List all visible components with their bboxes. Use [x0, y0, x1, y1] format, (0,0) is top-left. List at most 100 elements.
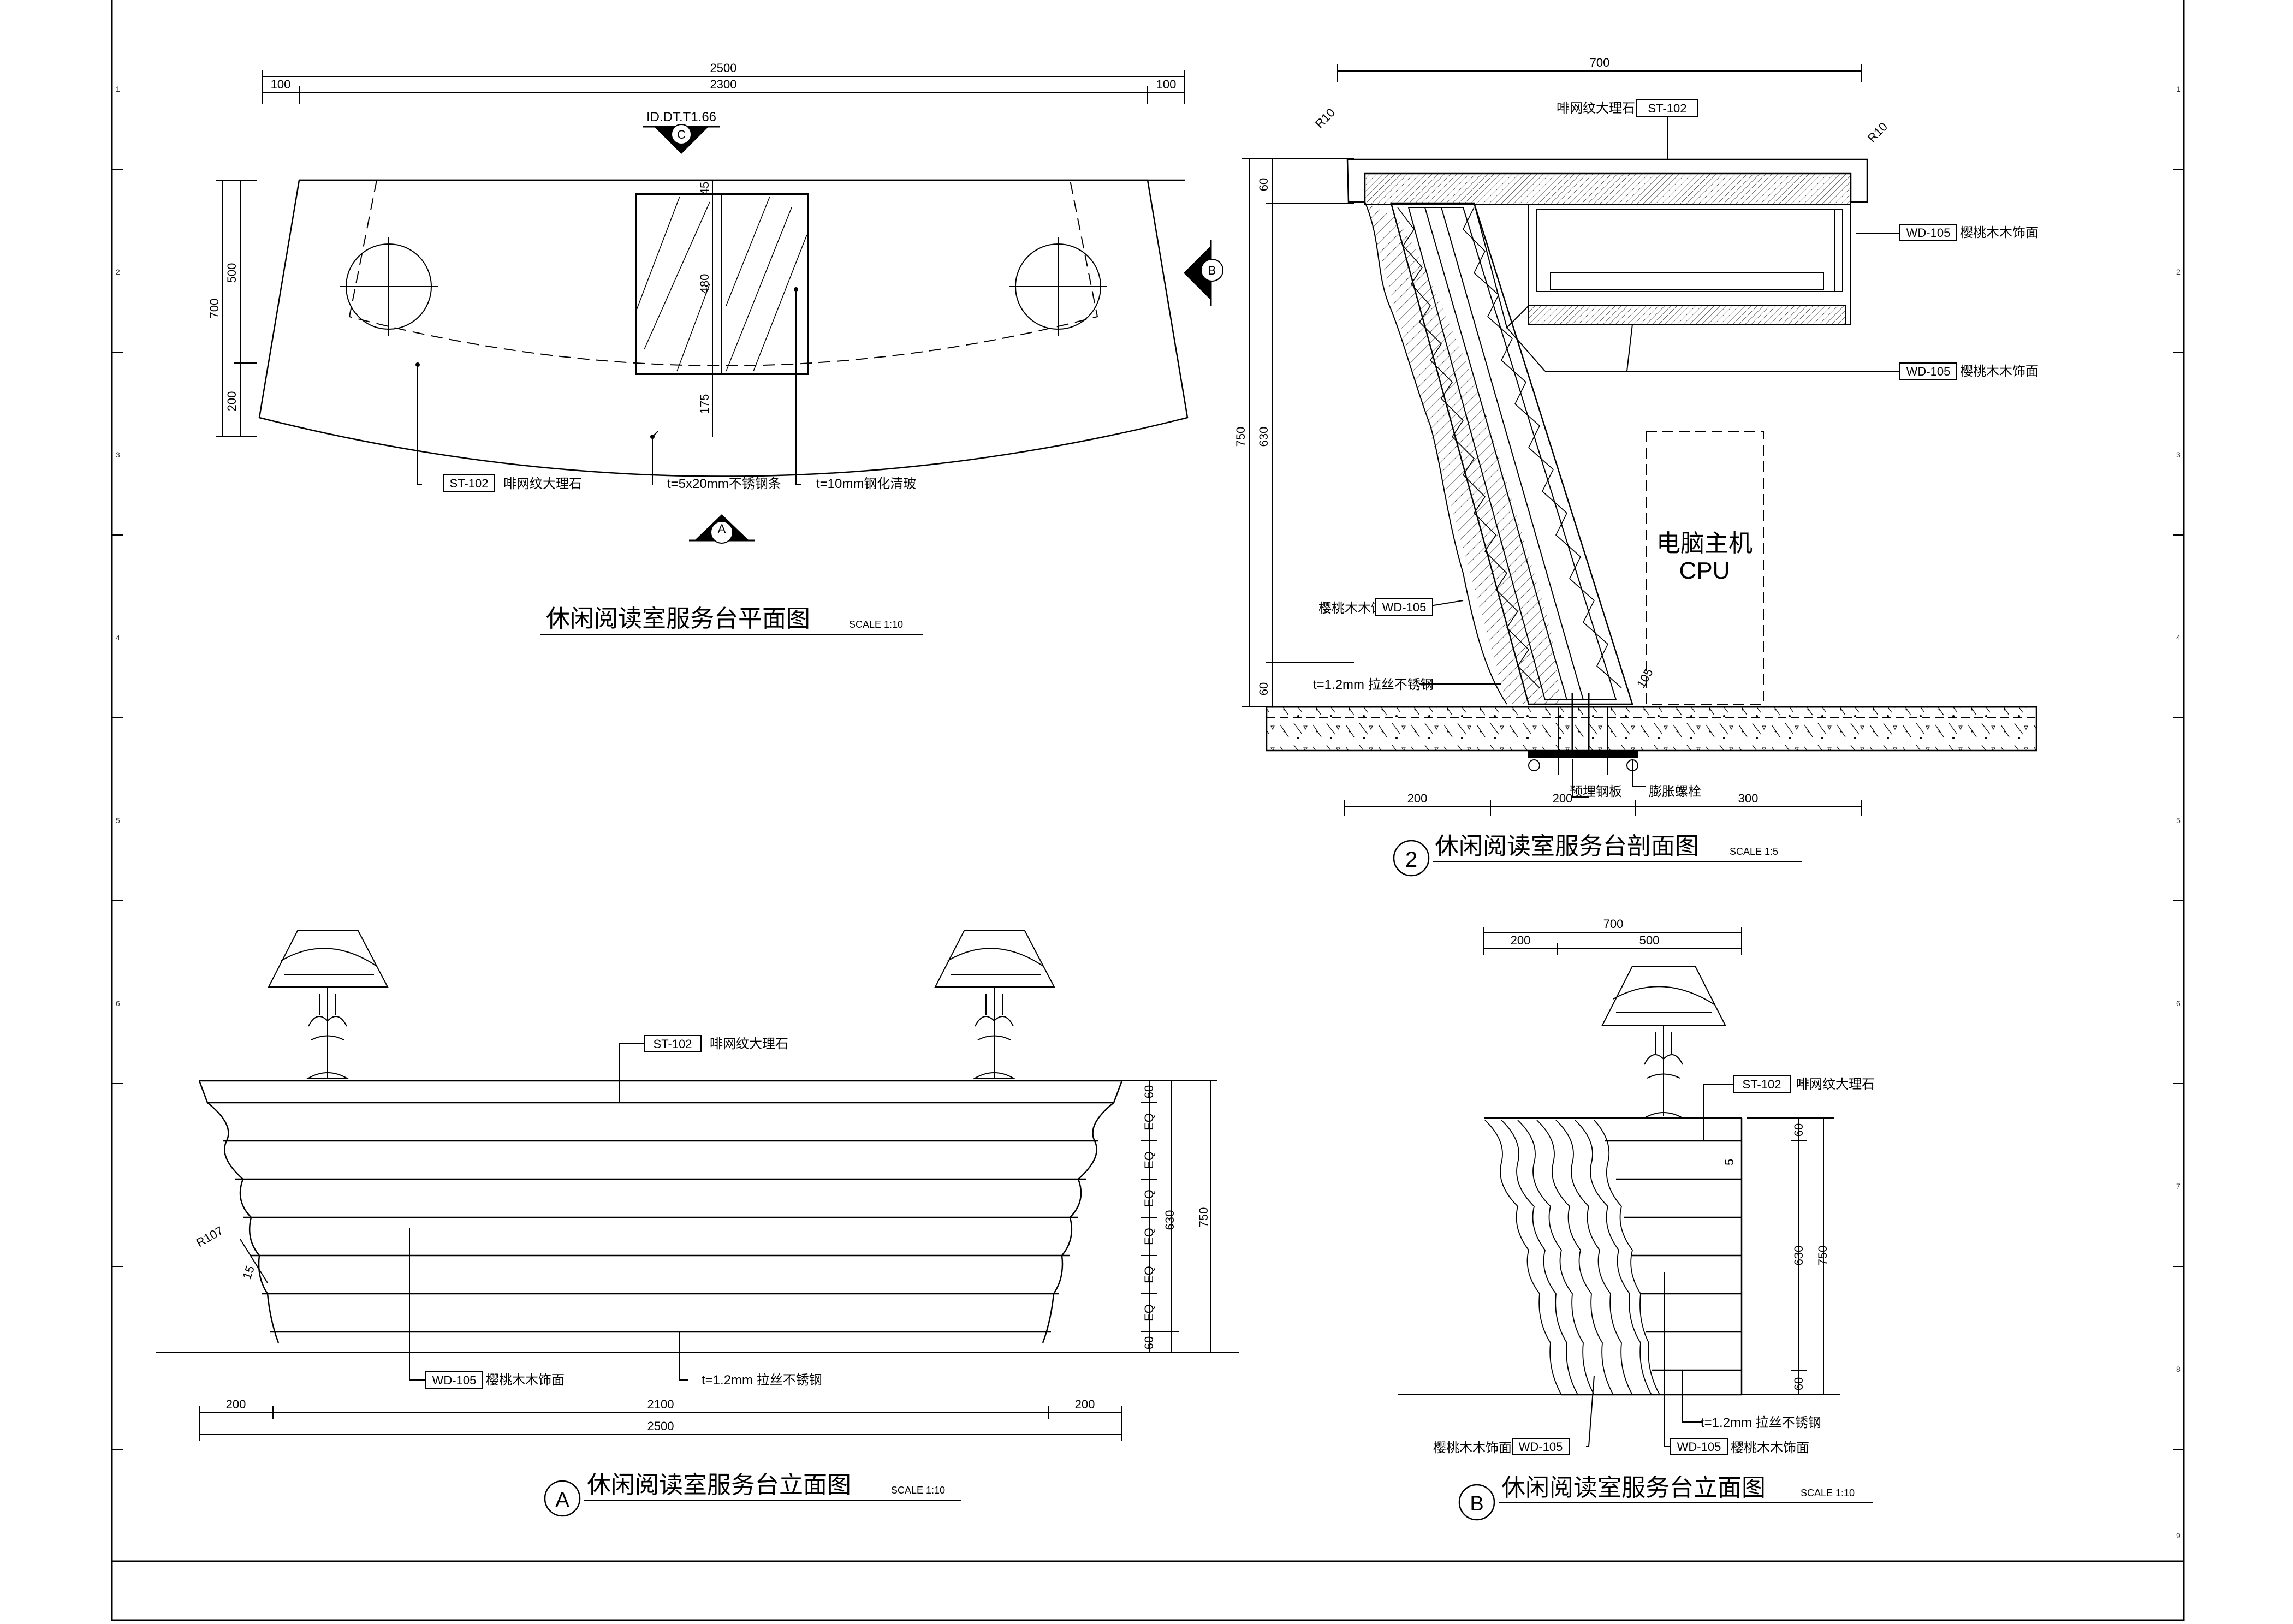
- section-label-wood-2: 樱桃木木饰面: [1960, 364, 2039, 379]
- elev-a-tag-wd: WD-105: [432, 1373, 477, 1387]
- grid-number: 1: [116, 85, 120, 93]
- grid-number: 1: [2176, 85, 2181, 93]
- lamp-icon-side: [1601, 966, 1726, 1119]
- elev-b-dim-small: 5: [1722, 1159, 1736, 1165]
- grid-number: 4: [2176, 633, 2181, 642]
- section-label-brushed: t=1.2mm 拉丝不锈钢: [1313, 677, 1434, 692]
- elev-a-dim-total: 2500: [647, 1419, 674, 1433]
- plan-dim-inner: 2300: [710, 78, 737, 91]
- elev-a-dim-small: 15: [240, 1264, 257, 1281]
- elev-b-tag-wd-2: WD-105: [1677, 1440, 1721, 1454]
- elev-b-label-brushed: t=1.2mm 拉丝不锈钢: [1701, 1415, 1821, 1430]
- elev-b-label-wood-1: 樱桃木木饰面: [1433, 1441, 1512, 1455]
- section-title: 休闲阅读室服务台剖面图: [1435, 833, 1699, 860]
- grid-number: 8: [2176, 1365, 2181, 1373]
- grid-numbers-left: 1 2 3 4 5 6: [116, 85, 120, 1008]
- elev-b-dim-h-total: 750: [1816, 1246, 1829, 1266]
- section-view: 700 R10 R10 750 60 630 60 105 200 200 30…: [1234, 56, 2039, 877]
- section-label-marble: 啡网纹大理石: [1557, 101, 1635, 116]
- section-tag-wd-3: WD-105: [1382, 600, 1427, 614]
- section-symbol-a: A: [689, 514, 755, 544]
- elev-a-scale: SCALE 1:10: [891, 1485, 945, 1496]
- plan-label-glass: t=10mm钢化清玻: [816, 477, 916, 491]
- section-label-wood-1: 樱桃木木饰面: [1960, 225, 2039, 240]
- elev-b-dim-top: 700: [1603, 917, 1624, 931]
- plan-label-steel: t=5x20mm不锈钢条: [667, 477, 781, 491]
- plan-title: 休闲阅读室服务台平面图: [546, 605, 810, 632]
- section-dim-b1: 200: [1407, 792, 1428, 805]
- plan-ref-id: ID.DT.T1.66: [646, 110, 716, 124]
- plan-label-marble: 啡网纹大理石: [503, 477, 582, 491]
- plan-dim-back: 500: [225, 263, 239, 283]
- elev-b-title: 休闲阅读室服务台立面图: [1501, 1474, 1766, 1501]
- sheet-frame: [111, 0, 2185, 1621]
- section-dim-h-bot: 60: [1257, 682, 1270, 695]
- lamp-icon-right: [934, 930, 1055, 1079]
- elev-b-tag-st: ST-102: [1743, 1078, 1781, 1091]
- elev-a-dim-mid: 2100: [647, 1397, 674, 1411]
- plan-sym-b: B: [1208, 264, 1216, 277]
- plan-scale: SCALE 1:10: [849, 619, 903, 630]
- elev-a-dim-eq-6: EQ: [1142, 1304, 1156, 1322]
- section-tag-wd-2: WD-105: [1906, 365, 1951, 378]
- section-dim-r-right: R10: [1865, 120, 1890, 145]
- plan-dim-depth: 700: [207, 299, 221, 319]
- section-cpu-en: CPU: [1679, 557, 1730, 584]
- plan-dim-left: 100: [271, 78, 291, 91]
- elevation-b: 700 200 500 60 630 60 750 5 ST-102 啡网纹大理…: [1398, 917, 1875, 1521]
- section-number: 2: [1405, 848, 1417, 872]
- plan-dim-right: 100: [1156, 78, 1177, 91]
- section-tag-wd-1: WD-105: [1906, 226, 1951, 240]
- elevation-a: 60 EQ EQ EQ 630 EQ EQ EQ 60 750 R107 15 …: [156, 930, 1239, 1517]
- elev-a-tag-st: ST-102: [654, 1037, 692, 1051]
- grid-number: 3: [2176, 450, 2181, 459]
- section-symbol-b: B: [1184, 240, 1223, 306]
- elev-b-dim-h-bot: 60: [1792, 1377, 1805, 1390]
- grid-number: 6: [2176, 999, 2181, 1008]
- elev-b-tag-wd-1: WD-105: [1519, 1440, 1563, 1454]
- elev-b-label-marble: 啡网纹大理石: [1796, 1077, 1875, 1092]
- elev-a-dim-right: 200: [1075, 1397, 1095, 1411]
- elev-a-dim-left: 200: [226, 1397, 246, 1411]
- elev-a-dim-eq-1: EQ: [1142, 1113, 1156, 1131]
- grid-number: 2: [116, 267, 120, 276]
- section-dim-r-left: R10: [1312, 105, 1338, 130]
- elev-a-title: 休闲阅读室服务台立面图: [587, 1472, 851, 1498]
- lamp-icon-left: [268, 930, 389, 1079]
- plan-dim-glass-h: 480: [698, 274, 711, 294]
- plan-dim-front: 200: [225, 391, 239, 412]
- plan-dim-glass-bottom: 175: [698, 394, 711, 414]
- plan-sym-c: C: [677, 128, 686, 141]
- plan-dim-total: 2500: [710, 61, 737, 75]
- elev-a-dim-h-bot: 60: [1142, 1336, 1156, 1349]
- section-dim-b3: 300: [1738, 792, 1759, 805]
- section-label-plate: 预埋钢板: [1570, 784, 1622, 799]
- section-cpu-cn: 电脑主机: [1656, 530, 1753, 557]
- grid-number: 6: [116, 999, 120, 1008]
- grid-number: 7: [2176, 1182, 2181, 1191]
- elev-a-dim-eq-4: EQ: [1142, 1228, 1156, 1245]
- elev-b-dim-h-top: 60: [1792, 1123, 1805, 1137]
- section-scale: SCALE 1:5: [1730, 846, 1778, 857]
- grid-numbers-right: 1 2 3 4 5 6 7 8 9: [2176, 85, 2181, 1540]
- section-dim-b2: 200: [1553, 792, 1573, 805]
- section-dim-h-top: 60: [1257, 178, 1270, 191]
- grid-number: 4: [116, 633, 120, 642]
- elev-b-label-wood-2: 樱桃木木饰面: [1731, 1441, 1809, 1455]
- elev-b-number: B: [1470, 1492, 1483, 1515]
- grid-number: 5: [2176, 816, 2181, 825]
- grid-number: 2: [2176, 267, 2181, 276]
- elev-a-label-marble: 啡网纹大理石: [710, 1037, 788, 1051]
- elev-a-dim-h-mid: 630: [1163, 1210, 1177, 1230]
- elev-a-dim-eq-3: EQ: [1142, 1189, 1156, 1207]
- elev-a-label-brushed: t=1.2mm 拉丝不锈钢: [702, 1373, 822, 1388]
- plan-dim-glass-top: 45: [698, 182, 711, 195]
- section-dim-chamfer: 105: [1634, 666, 1656, 690]
- elev-a-dim-eq-5: EQ: [1142, 1266, 1156, 1283]
- grid-number: 9: [2176, 1531, 2181, 1540]
- elev-a-dim-eq-2: EQ: [1142, 1151, 1156, 1169]
- elev-b-scale: SCALE 1:10: [1801, 1488, 1855, 1498]
- elev-a-label-wood: 樱桃木木饰面: [486, 1373, 565, 1388]
- section-dim-h-mid: 630: [1257, 427, 1270, 447]
